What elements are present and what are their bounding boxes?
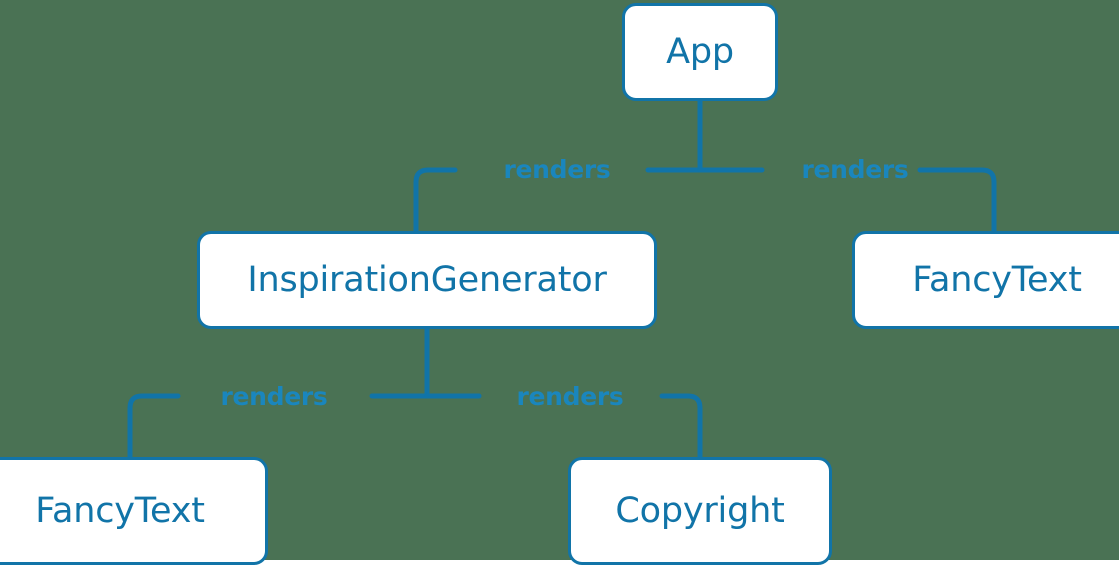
connector-app-to-inspirationgenerator-outer	[413, 167, 458, 234]
node-app-label: App	[666, 32, 734, 72]
edge-label-inspirationgenerator-to-fancytext: renders	[220, 382, 328, 411]
connector-inspirationgenerator-to-copyright-outer	[659, 393, 703, 460]
edge-label-app-to-inspirationgenerator: renders	[503, 155, 611, 184]
connector-app-to-fancytext-outer	[917, 167, 997, 234]
node-copyright-label: Copyright	[615, 491, 785, 531]
node-fancytext-right-label: FancyText	[912, 260, 1082, 300]
node-inspirationgenerator-label: InspirationGenerator	[247, 260, 607, 300]
node-fancytext-right[interactable]: FancyText	[852, 231, 1119, 329]
node-inspirationgenerator[interactable]: InspirationGenerator	[197, 231, 657, 329]
node-fancytext-left[interactable]: FancyText	[0, 457, 268, 565]
connector-inspirationgenerator-to-fancytext-outer	[127, 393, 181, 460]
edge-label-inspirationgenerator-to-copyright: renders	[516, 382, 624, 411]
node-copyright[interactable]: Copyright	[568, 457, 832, 565]
edge-label-app-to-fancytext: renders	[801, 155, 909, 184]
node-fancytext-left-label: FancyText	[35, 491, 205, 531]
node-app[interactable]: App	[622, 3, 778, 101]
